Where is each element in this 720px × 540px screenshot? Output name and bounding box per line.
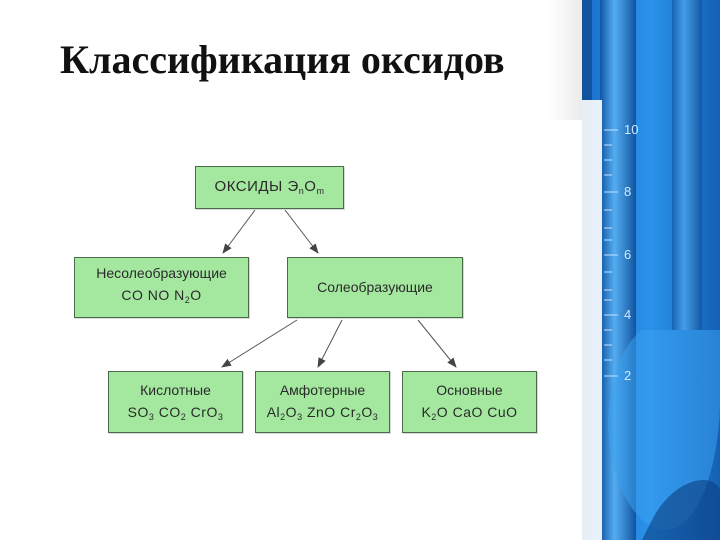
arrow-to-amphoteric [317,319,343,368]
scale-label: 4 [624,307,632,322]
formula: NO [147,287,170,303]
root-label: ОКСИДЫ Э [214,178,299,195]
root-o: O [304,178,317,195]
non-salt-forming-formulas: CO NO N2O [75,286,248,309]
basic-box: Основные K2O CaO CuO [402,371,537,433]
amphoteric-label: Амфотерные [279,382,366,398]
oxides-root-box: ОКСИДЫ ЭnOm [195,166,344,209]
arrow-to-basic [417,319,457,368]
acidic-label: Кислотные [140,382,211,398]
formula: CuO [487,404,518,420]
arrow-to-salt-forming [284,209,319,254]
formula: K2O [421,404,449,422]
non-salt-forming-label: Несолеобразующие [96,265,227,281]
formula: CO [121,287,144,303]
formula: ZnO [306,404,336,420]
acidic-box: Кислотные SO3 CO2 CrO3 [108,371,243,433]
formula: SO3 [127,404,155,422]
formula: N2O [174,287,202,305]
scale-label: 8 [624,184,632,199]
root-sub-m: m [316,186,325,196]
formula: CO2 [158,404,187,422]
scale-label: 6 [624,247,632,262]
amphoteric-box: Амфотерные Al2O3 ZnO Cr2O3 [255,371,390,433]
formula: Cr2O3 [340,404,379,422]
arrow-to-non-salt-forming [222,209,256,254]
scale-label: 10 [624,122,639,137]
photo-fade [548,0,588,120]
amphoteric-formulas: Al2O3 ZnO Cr2O3 [256,403,389,426]
root-sub-n: n [298,186,305,196]
formula: CrO3 [190,404,224,422]
basic-formulas: K2O CaO CuO [403,403,536,426]
page-title: Классификация оксидов [60,37,505,82]
acidic-formulas: SO3 CO2 CrO3 [109,403,242,426]
lab-glassware-image: 10 8 6 4 2 [582,0,720,540]
salt-forming-box: Солеобразующие [287,257,463,318]
formula: Al2O3 [266,404,303,422]
scale-label: 2 [624,368,632,383]
arrow-to-acidic [221,319,298,368]
formula: CaO [452,404,483,420]
salt-forming-label: Солеобразующие [317,279,433,295]
non-salt-forming-box: Несолеобразующие CO NO N2O [74,257,249,318]
basic-label: Основные [436,382,503,398]
